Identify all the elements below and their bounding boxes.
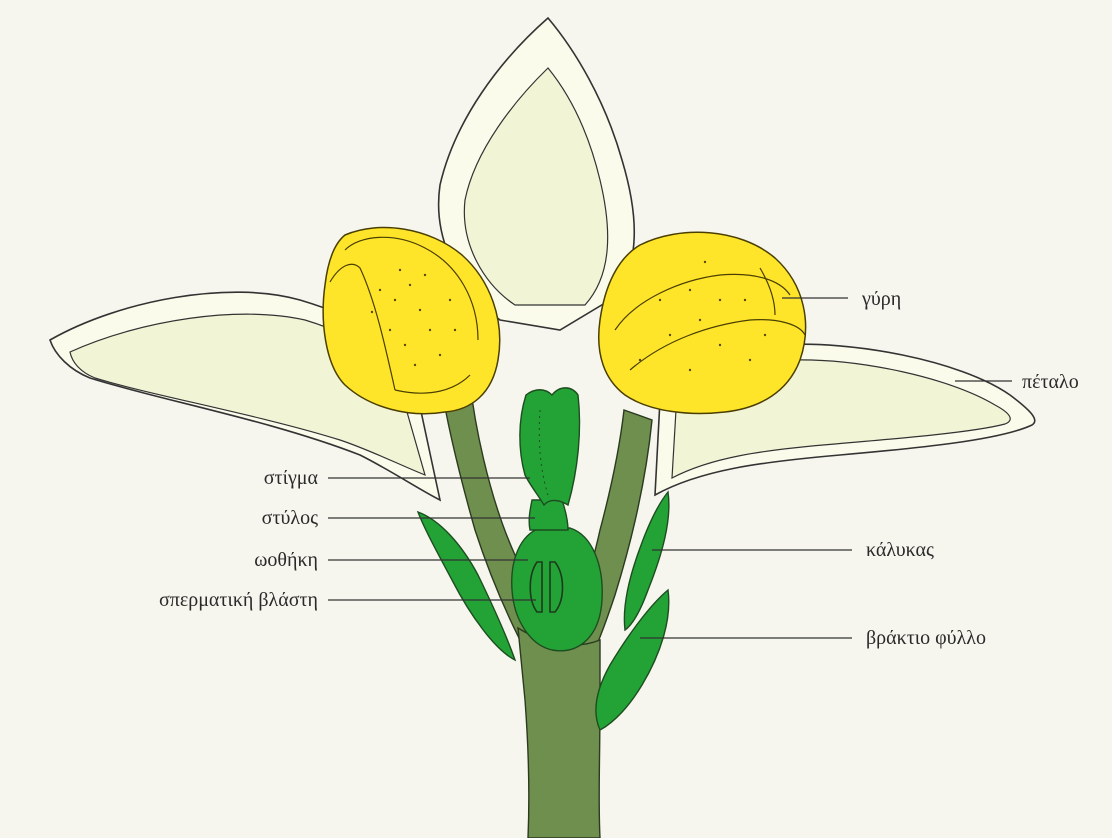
label-bract: βράκτιο φύλλο [866, 627, 986, 649]
label-petal: πέταλο [1022, 371, 1079, 393]
label-stigma: στίγμα [264, 467, 319, 489]
label-ovule: σπερματική βλάστη [159, 589, 318, 611]
label-pollen: γύρη [861, 288, 901, 310]
style [529, 500, 568, 530]
label-ovary: ωοθήκη [254, 549, 318, 571]
main-stem [518, 628, 600, 838]
label-sepal: κάλυκας [866, 539, 934, 561]
label-style: στύλος [262, 507, 318, 529]
anther-right [599, 232, 806, 413]
